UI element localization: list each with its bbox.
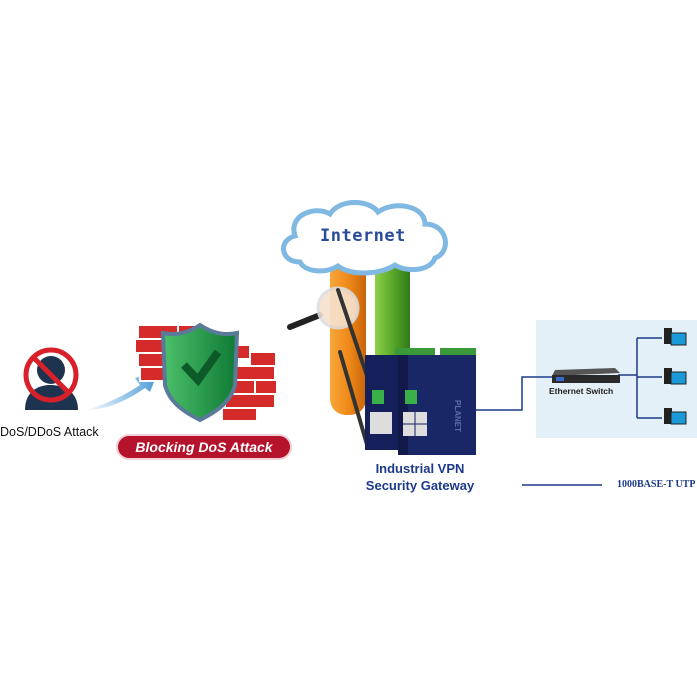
gateway-label-line2: Security Gateway: [365, 478, 475, 493]
blocking-dos-badge: Blocking DoS Attack: [118, 436, 290, 458]
internet-label: Internet: [320, 226, 406, 246]
computer-icon: [664, 368, 687, 385]
switch-label: Ethernet Switch: [549, 386, 614, 396]
svg-text:PLANET: PLANET: [453, 400, 462, 432]
uplink-cable: [476, 376, 552, 411]
blocked-hacker-icon: [23, 347, 79, 410]
gateway-label: Industrial VPN Security Gateway: [345, 460, 495, 494]
shield-check-icon: [160, 322, 240, 423]
computer-icon: [664, 328, 687, 346]
gateway-label-line1: Industrial VPN: [375, 461, 465, 476]
antenna-icon: [338, 350, 370, 450]
internet-cloud-icon: [281, 200, 448, 276]
computer-icon: [664, 408, 687, 425]
ethernet-switch-icon: [552, 368, 620, 383]
vpn-gateway-device: PLANET: [365, 348, 476, 455]
legend-label: 1000BASE-T UTP: [617, 479, 696, 490]
attacker-label: DoS/DDoS Attack: [0, 425, 99, 439]
green-pipe: [375, 258, 410, 370]
orange-pipe: [330, 258, 366, 415]
lan-cables: [618, 337, 662, 419]
